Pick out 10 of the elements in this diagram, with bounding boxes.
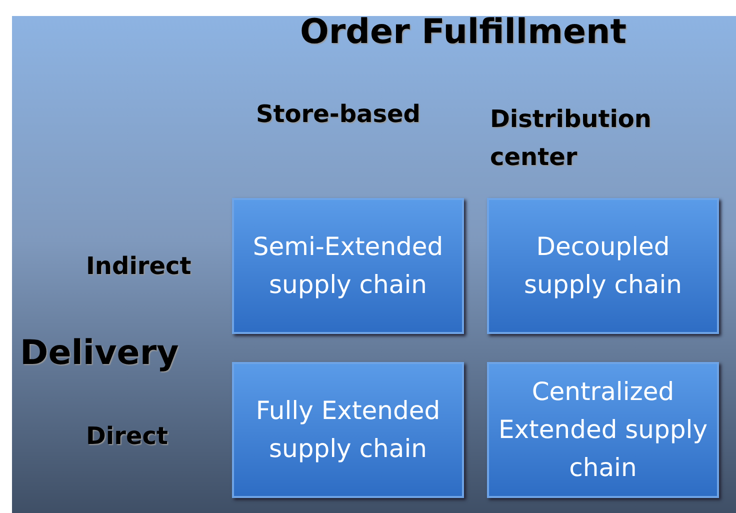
- matrix-box: Fully Extended supply chain: [232, 362, 464, 498]
- column-heading: Distribution center: [490, 104, 653, 173]
- row-heading: Indirect: [86, 252, 192, 280]
- matrix-box: Decoupled supply chain: [487, 198, 719, 334]
- matrix-box: Centralized Extended supply chain: [487, 362, 719, 498]
- row-heading: Direct: [86, 422, 168, 450]
- matrix-box: Semi-Extended supply chain: [232, 198, 464, 334]
- axis-title: Delivery: [20, 333, 179, 373]
- axis-title: Order Fulfillment: [300, 12, 627, 52]
- column-heading: Store-based: [256, 100, 420, 128]
